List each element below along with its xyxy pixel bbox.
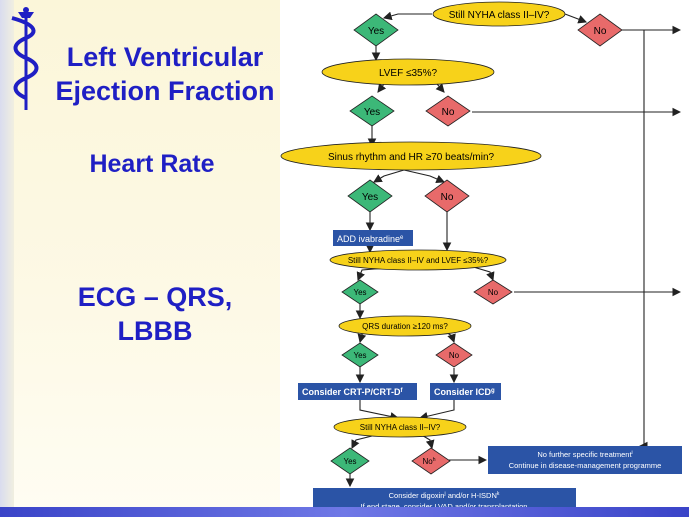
decision-still-nyha-2: Still NYHA class II–IV and LVEF ≤35%?	[329, 249, 507, 271]
yes-diamond-1: Yes	[353, 13, 399, 47]
action-text-line1: Consider digoxinj and/or H-ISDNk	[389, 491, 500, 500]
no-label: No	[441, 192, 454, 203]
decision-text: Still NYHA class II–IV?	[360, 423, 441, 432]
yes-diamond-3: Yes	[347, 179, 393, 213]
no-diamond-1: No	[577, 13, 623, 47]
decision-lvef: LVEF ≤35%?	[321, 58, 495, 86]
decision-text: Sinus rhythm and HR ≥70 beats/min?	[328, 152, 495, 163]
flowchart: Still NYHA class II–IV? Yes No LVEF ≤35%…	[280, 1, 682, 514]
action-text: Consider ICDg	[434, 387, 495, 397]
yes-label: Yes	[362, 192, 378, 203]
decision-text: QRS duration ≥120 ms?	[362, 322, 448, 331]
decision-still-nyha-1: Still NYHA class II–IV?	[432, 1, 566, 27]
no-diamond-6: Noh	[411, 447, 451, 475]
decision-sinus-rhythm: Sinus rhythm and HR ≥70 beats/min?	[280, 141, 542, 171]
no-diamond-5: No	[435, 342, 473, 368]
no-diamond-2: No	[425, 95, 471, 127]
label-lvef: Left Ventricular Ejection Fraction	[40, 40, 290, 108]
no-label: No	[488, 288, 499, 297]
yes-label: Yes	[364, 107, 380, 118]
flowchart-panel: Still NYHA class II–IV? Yes No LVEF ≤35%…	[280, 0, 689, 517]
label-heart-rate: Heart Rate	[89, 150, 215, 178]
logo-icon	[11, 7, 39, 110]
yes-label: Yes	[368, 26, 384, 37]
yes-diamond-4: Yes	[341, 279, 379, 305]
no-label: Noh	[422, 457, 435, 466]
action-text-line2: If end stage, consider LVAD and/or trans…	[361, 502, 528, 511]
yes-diamond-5: Yes	[341, 342, 379, 368]
action-add-ivabradine: ADD ivabradinee	[333, 230, 413, 246]
label-ecg-qrs: ECG – QRS, LBBB	[40, 280, 270, 348]
no-label: No	[442, 107, 455, 118]
decision-still-nyha-3: Still NYHA class II–IV?	[333, 416, 467, 438]
label-lvef-line2: Ejection Fraction	[55, 76, 275, 106]
action-text: ADD ivabradinee	[337, 234, 404, 244]
decision-text: LVEF ≤35%?	[379, 68, 438, 79]
action-consider-icd: Consider ICDg	[430, 383, 501, 400]
yes-label: Yes	[343, 457, 356, 466]
action-text-line1: No further specific treatmenti	[537, 450, 632, 459]
no-diamond-4: No	[473, 279, 513, 305]
action-no-further-treatment: No further specific treatmenti Continue …	[488, 446, 682, 474]
action-consider-crt: Consider CRT-P/CRT-Df	[298, 383, 417, 400]
decision-text: Still NYHA class II–IV and LVEF ≤35%?	[348, 256, 489, 265]
action-text: Consider CRT-P/CRT-Df	[302, 387, 404, 397]
yes-label: Yes	[353, 288, 366, 297]
no-diamond-3: No	[424, 179, 470, 213]
decision-qrs-duration: QRS duration ≥120 ms?	[338, 315, 472, 337]
yes-diamond-6: Yes	[330, 447, 370, 475]
label-ecg-line1: ECG – QRS,	[77, 282, 233, 312]
yes-diamond-2: Yes	[349, 95, 395, 127]
yes-label: Yes	[353, 351, 366, 360]
action-text-line2: Continue in disease-management programme	[509, 461, 662, 470]
decision-text: Still NYHA class II–IV?	[449, 10, 550, 21]
left-accent-stripe	[0, 0, 14, 517]
label-lvef-line1: Left Ventricular	[66, 42, 264, 72]
no-label: No	[594, 26, 607, 37]
bottom-bar	[0, 507, 689, 517]
label-ecg-line2: LBBB	[117, 316, 193, 346]
no-label: No	[449, 351, 460, 360]
